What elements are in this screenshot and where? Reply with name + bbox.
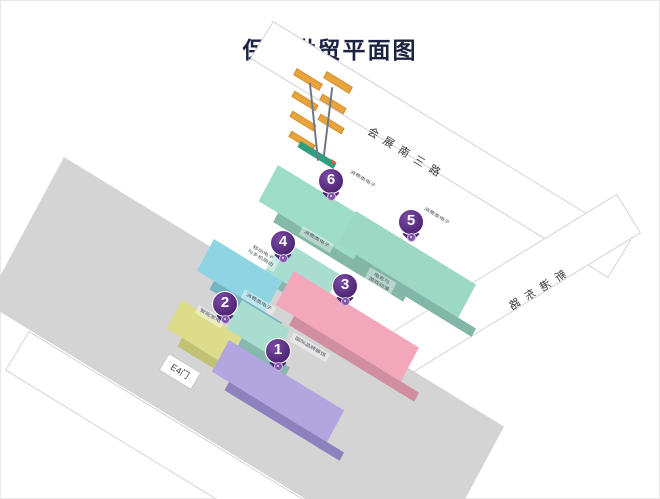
building-3-pin[interactable]: 3 <box>332 273 358 309</box>
building-4-pin[interactable]: 4 <box>270 230 296 266</box>
pin-number: 2 <box>220 294 230 311</box>
pin-inner-icon <box>220 314 230 324</box>
pavilion-stack-decoration <box>287 68 367 170</box>
pin-number: 4 <box>278 233 288 250</box>
pin-inner-icon <box>278 253 288 263</box>
pin-inner-icon <box>340 296 350 306</box>
pin-number: 6 <box>326 171 336 188</box>
pin-bubble <box>265 338 291 364</box>
pin-bubble <box>270 230 296 256</box>
pin-inner-icon <box>273 361 283 371</box>
pavilion-flag-icon <box>331 159 336 165</box>
pin-number: 3 <box>340 276 350 293</box>
pavilion-plate <box>291 90 319 112</box>
pin-inner-icon <box>326 191 336 201</box>
pin-bubble <box>332 273 358 299</box>
building-1-pin[interactable]: 1 <box>265 338 291 374</box>
pavilion-plate <box>323 71 353 94</box>
pavilion-plate <box>317 113 345 135</box>
building-6-pin[interactable]: 6 <box>318 168 344 204</box>
building-5-zone-label: 消费类电子 <box>418 202 455 230</box>
pin-inner-icon <box>406 232 416 242</box>
pin-bubble <box>318 168 344 194</box>
pavilion-plate <box>319 93 347 115</box>
building-5-pin[interactable]: 5 <box>398 209 424 245</box>
pin-number: 5 <box>406 212 416 229</box>
pin-number: 1 <box>273 341 283 358</box>
building-2-pin[interactable]: 2 <box>212 291 238 327</box>
